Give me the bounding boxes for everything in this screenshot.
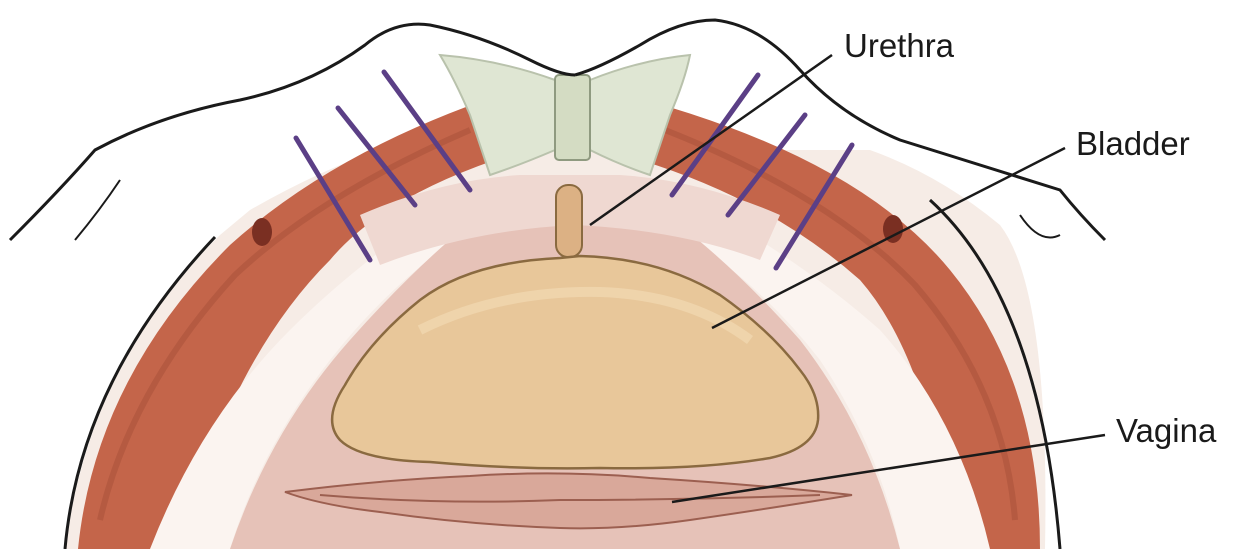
urethra-label: Urethra <box>844 27 955 64</box>
vagina-label: Vagina <box>1116 412 1217 449</box>
urethra <box>556 185 582 257</box>
bladder-label: Bladder <box>1076 125 1190 162</box>
left-muscle-foramen <box>252 218 272 246</box>
pubic-symphysis <box>555 75 590 160</box>
